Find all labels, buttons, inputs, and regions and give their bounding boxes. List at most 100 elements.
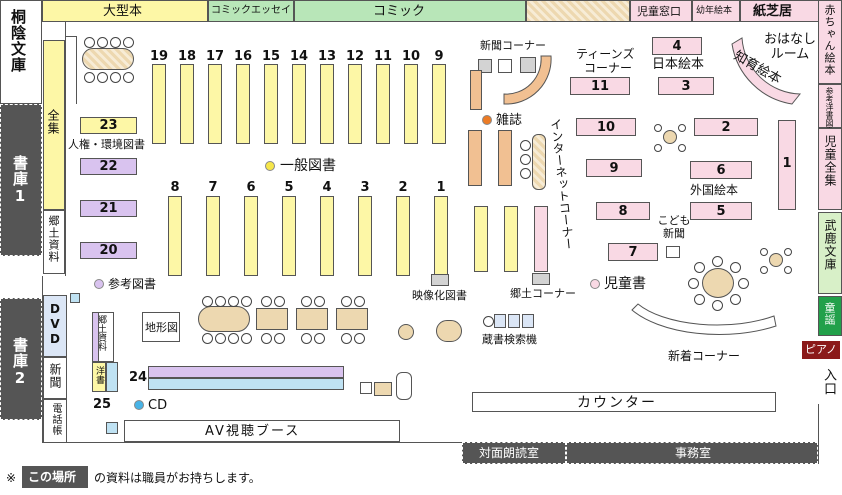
shelf-number-label: 1 xyxy=(436,180,446,195)
chair xyxy=(202,333,213,344)
pink-shelf-10: 10 xyxy=(576,118,636,136)
counter: カウンター xyxy=(472,392,776,412)
pink-shelf-3: 3 xyxy=(658,77,714,95)
chair xyxy=(341,333,352,344)
chair xyxy=(483,316,494,327)
section-kamishibai: 紙芝居 xyxy=(740,0,820,22)
purple-strip xyxy=(92,312,99,362)
reading-table xyxy=(198,306,250,332)
internet-desk xyxy=(532,134,546,190)
chair xyxy=(688,278,699,289)
reading-table xyxy=(82,48,134,70)
shelf-24-label: 24 xyxy=(128,370,148,385)
jinken-label: 人権・環境図書 xyxy=(68,138,145,151)
pink-shelf-9: 9 xyxy=(586,159,642,177)
chair xyxy=(520,154,531,165)
chair xyxy=(712,256,723,267)
small-desk xyxy=(396,372,412,400)
shelf-number-label: 18 xyxy=(177,49,197,64)
section-comic: コミック xyxy=(294,0,526,22)
jidousho-dot xyxy=(590,279,600,289)
akachan-ehon: 赤ちゃん絵本 xyxy=(818,0,842,84)
newspaper-rack xyxy=(478,59,492,73)
chair xyxy=(123,72,134,83)
note-prefix: ※ xyxy=(6,471,17,485)
shelf-number-label: 13 xyxy=(317,49,337,64)
chair xyxy=(730,262,741,273)
shelf-12 xyxy=(348,64,362,144)
kodomo-shinbun-rack xyxy=(666,246,680,258)
inner-divider xyxy=(76,36,77,104)
shelf-21: 21 xyxy=(80,200,137,217)
shelf-number-label: 3 xyxy=(360,180,370,195)
denwacho-shelf: 電話帳 xyxy=(43,399,67,443)
doyo-shelf: 童謡 xyxy=(818,296,842,336)
taimen-rodoku-room: 対面朗読室 xyxy=(462,442,566,464)
shelf-6 xyxy=(244,196,258,276)
small-box xyxy=(106,422,118,434)
pink-shelf-4: 4 xyxy=(652,37,702,55)
pink-shelf-7: 7 xyxy=(608,243,658,261)
chair xyxy=(654,144,662,152)
chair xyxy=(314,296,325,307)
study-desk xyxy=(256,308,288,330)
newspaper-shelf xyxy=(470,70,482,110)
search-terminal xyxy=(522,314,534,328)
general-books-label: 一般図書 xyxy=(280,158,336,174)
chair xyxy=(97,72,108,83)
blue-strip xyxy=(106,362,118,392)
pink-shelf-8: 8 xyxy=(596,202,650,220)
shelf-number-label: 16 xyxy=(233,49,253,64)
shelf-16 xyxy=(236,64,250,144)
shelf-23: 23 xyxy=(80,117,137,134)
chair xyxy=(241,296,252,307)
section-yonen-ehon: 幼年絵本 xyxy=(692,0,740,22)
chair xyxy=(738,278,749,289)
kyodo-corner-base xyxy=(532,273,550,285)
shelf-3 xyxy=(358,196,372,276)
chair xyxy=(84,72,95,83)
shelf-1-base xyxy=(431,274,449,286)
av-booth: AV視聴ブース xyxy=(124,420,400,442)
shelf-number-label: 11 xyxy=(373,49,393,64)
shelf-number-label: 7 xyxy=(208,180,218,195)
chair xyxy=(314,333,325,344)
chair xyxy=(261,333,272,344)
shelf-11 xyxy=(376,64,390,144)
chair xyxy=(654,124,662,132)
chair xyxy=(228,333,239,344)
inner-divider xyxy=(66,36,76,37)
chair xyxy=(110,72,121,83)
left-outer-wall xyxy=(42,276,43,443)
shelf-10 xyxy=(404,64,418,144)
magazine-shelf xyxy=(498,130,512,186)
pink-shelf-1: 1 xyxy=(778,120,796,210)
nihon-ehon-label: 日本絵本 xyxy=(652,57,705,72)
chair xyxy=(354,296,365,307)
general-books-dot xyxy=(265,161,275,171)
chair xyxy=(784,248,792,256)
reference-label: 参考図書 xyxy=(108,277,157,291)
pink-shelf-5: 5 xyxy=(690,202,752,220)
shelf-13 xyxy=(320,64,334,144)
shinchaku-curve xyxy=(631,303,777,335)
chair xyxy=(730,294,741,305)
kyodo-corner-shelf xyxy=(534,206,548,272)
cd-label: CD xyxy=(148,398,168,413)
shelf-number-label: 19 xyxy=(149,49,169,64)
chair xyxy=(712,300,723,311)
piano: ピアノ xyxy=(802,341,840,359)
shelf-14 xyxy=(292,64,306,144)
newspaper-shelf xyxy=(468,130,482,186)
left-inner-wall xyxy=(42,22,66,276)
chair xyxy=(261,296,272,307)
shelf-9 xyxy=(432,64,446,144)
shelf-number-label: 6 xyxy=(246,180,256,195)
zasshi-label: 雑誌 xyxy=(496,113,523,128)
shelf-7 xyxy=(206,196,220,276)
chair xyxy=(215,296,226,307)
shinchaku-label: 新着コーナー xyxy=(668,349,741,363)
right-lower-wall xyxy=(818,404,819,464)
zasshi-dot xyxy=(482,115,492,125)
small-cabinet xyxy=(360,382,372,394)
